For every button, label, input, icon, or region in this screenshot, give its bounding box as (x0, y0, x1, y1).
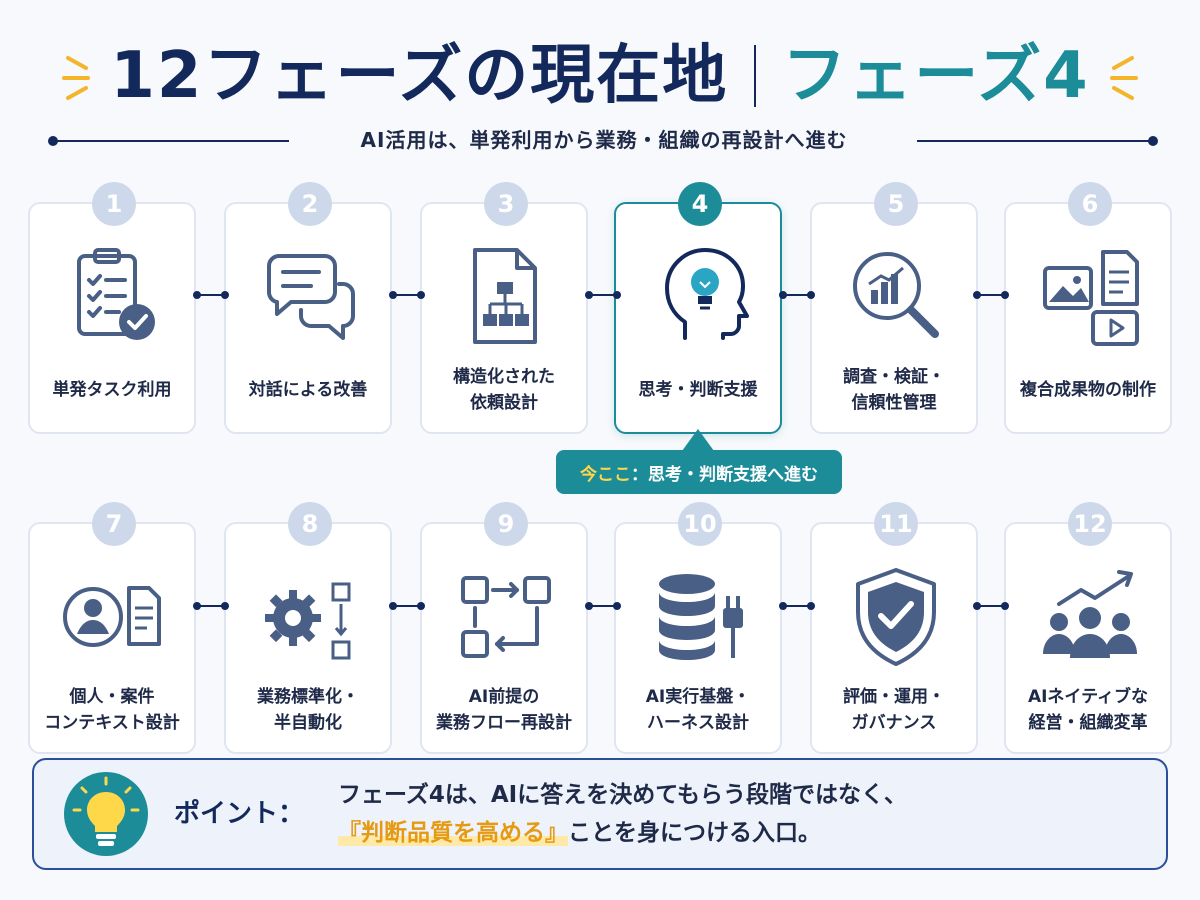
phase-label: 単発タスク利用 (52, 380, 172, 400)
point-line-2: 『判断品質を高める』ことを身につける入口。 (338, 814, 1138, 852)
clipboard-check-icon (77, 248, 155, 340)
connector-11-12 (973, 602, 1009, 610)
point-box: ポイント： フェーズ4は、AIに答えを決めてもらう段階ではなく、 『判断品質を高… (32, 758, 1168, 870)
shield-check-icon (856, 568, 936, 666)
connector-10-11 (779, 602, 815, 610)
callout-here-label: 今ここ (580, 464, 631, 485)
phase-label: AIネイティブな 経営・組織変革 (1027, 687, 1149, 733)
callout-separator: ： (631, 464, 648, 485)
title-main: 12フェーズの現在地 (110, 39, 729, 113)
team-growth-icon (1043, 570, 1137, 658)
phase-number: 1 (92, 182, 136, 226)
point-text: フェーズ4は、AIに答えを決めてもらう段階ではなく、 『判断品質を高める』ことを… (338, 776, 1138, 852)
callout-arrow (682, 429, 714, 451)
connector-9-10 (585, 602, 621, 610)
connector-5-6 (973, 291, 1009, 299)
connector-7-8 (193, 602, 229, 610)
subtitle-row: AI活用は、単発利用から業務・組織の再設計へ進む (48, 128, 1158, 152)
phase-label: 構造化された 依頼設計 (453, 367, 555, 413)
connector-8-9 (389, 602, 425, 610)
chat-bubbles-icon (267, 254, 355, 340)
media-documents-icon (1043, 250, 1139, 346)
current-position-callout: 今ここ ： 思考・判断支援へ進む (556, 450, 842, 494)
point-highlight: 『判断品質を高める』 (338, 820, 568, 846)
phase-label: 対話による改善 (248, 380, 368, 400)
phase-card-8[interactable]: 8 業務標準化・ 半自動化 (224, 502, 392, 754)
header: 12フェーズの現在地 フェーズ4 (0, 22, 1200, 122)
point-label: ポイント： (174, 799, 305, 829)
subtitle-dot-right (1148, 136, 1158, 146)
phase-label: 評価・運用・ ガバナンス (843, 687, 945, 733)
phase-card-9[interactable]: 9 AI前提の 業務フロー再設計 (420, 502, 588, 754)
phase-label: 複合成果物の制作 (1020, 380, 1156, 400)
phase-number: 5 (874, 182, 918, 226)
head-lightbulb-icon (665, 248, 749, 340)
phase-label: 調査・検証・ 信頼性管理 (843, 367, 945, 413)
phase-number: 9 (484, 502, 528, 546)
phase-number: 3 (484, 182, 528, 226)
gear-flow-icon (265, 582, 351, 660)
phase-label: 思考・判断支援 (638, 380, 758, 400)
point-line-1: フェーズ4は、AIに答えを決めてもらう段階ではなく、 (338, 782, 908, 808)
phase-card-4-current[interactable]: 4 思考・判断支援 (614, 182, 782, 434)
phase-card-11[interactable]: 11 評価・運用・ ガバナンス (810, 502, 978, 754)
phase-number: 7 (92, 502, 136, 546)
phase-card-6[interactable]: 6 複合成果物の制作 (1004, 182, 1172, 434)
phase-number: 4 (678, 182, 722, 226)
workflow-boxes-icon (461, 576, 551, 658)
subtitle-line-right (917, 140, 1152, 142)
phase-number: 10 (678, 502, 722, 546)
subtitle-dot-left (48, 136, 58, 146)
phase-label: 個人・案件 コンテキスト設計 (44, 687, 180, 733)
database-plug-icon (659, 574, 743, 660)
phase-card-5[interactable]: 5 調査・検証・ 信頼性管理 (810, 182, 978, 434)
phase-number: 6 (1068, 182, 1112, 226)
sparkle-right-icon (1110, 56, 1138, 100)
connector-2-3 (389, 291, 425, 299)
phase-number: 12 (1068, 502, 1112, 546)
profile-document-icon (63, 586, 161, 647)
document-flowchart-icon (473, 248, 537, 344)
lightbulb-icon (64, 772, 148, 856)
phase-label: 業務標準化・ 半自動化 (257, 687, 359, 733)
connector-1-2 (193, 291, 229, 299)
subtitle: AI活用は、単発利用から業務・組織の再設計へ進む (360, 128, 848, 152)
page-title: 12フェーズの現在地 フェーズ4 (0, 36, 1200, 116)
phase-label: AI実行基盤・ ハーネス設計 (645, 687, 751, 733)
subtitle-line-left (54, 140, 289, 142)
phase-number: 2 (288, 182, 332, 226)
phase-number: 8 (288, 502, 332, 546)
phase-card-3[interactable]: 3 構造化された 依頼設計 (420, 182, 588, 434)
phase-card-12[interactable]: 12 AIネイティブな 経営・組織変革 (1004, 502, 1172, 754)
phase-card-10[interactable]: 10 AI実行基盤・ ハーネス設計 (614, 502, 782, 754)
phase-card-2[interactable]: 2 対話による改善 (224, 182, 392, 434)
phase-card-1[interactable]: 1 単発タスク利用 (28, 182, 196, 434)
title-phase: フェーズ4 (782, 39, 1090, 113)
point-line-2-rest: ことを身につける入口。 (568, 820, 821, 846)
sparkle-left-icon (62, 56, 90, 100)
phase-label: AI前提の 業務フロー再設計 (436, 687, 572, 733)
phase-number: 11 (874, 502, 918, 546)
callout-text: 思考・判断支援へ進む (648, 464, 818, 485)
title-separator (754, 45, 757, 107)
magnifier-chart-icon (853, 252, 939, 338)
connector-3-4 (585, 291, 621, 299)
phase-card-7[interactable]: 7 個人・案件 コンテキスト設計 (28, 502, 196, 754)
connector-4-5 (779, 291, 815, 299)
